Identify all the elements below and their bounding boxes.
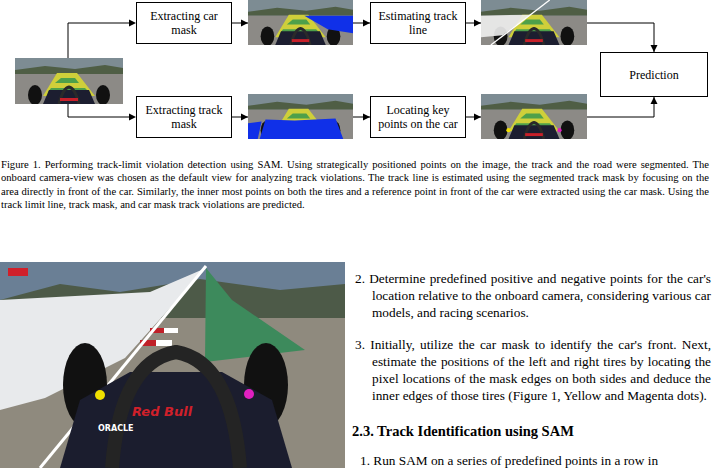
- figure-caption: Figure 1. Performing track-limit violati…: [1, 158, 709, 211]
- process-box: Estimating track line: [370, 2, 466, 44]
- key-points-image: [481, 94, 587, 140]
- list-item: 1. Run SAM on a series of predefined poi…: [360, 452, 716, 468]
- list-item: 3. Initially, utilize the car mask to id…: [355, 336, 711, 404]
- arrow-head: [241, 20, 248, 27]
- split-line: [68, 23, 130, 58]
- arrow-head: [363, 114, 370, 121]
- output-box: Prediction: [600, 52, 708, 97]
- split-line: [68, 104, 130, 117]
- arrow-head: [474, 20, 481, 27]
- box-text: Prediction: [629, 68, 678, 82]
- mask-image: [248, 0, 353, 46]
- process-box: Locating key points on the car: [370, 96, 466, 138]
- arrow-head: [474, 114, 481, 121]
- arrow-head: [651, 45, 658, 52]
- process-box: Extracting track mask: [136, 96, 232, 138]
- section-heading: 2.3. Track Identification using SAM: [352, 423, 712, 440]
- box-text: Extracting track mask: [143, 103, 225, 131]
- input-image: [15, 58, 123, 105]
- car-logo: ORACLE: [98, 424, 134, 433]
- arrow-head: [129, 20, 136, 27]
- mask-image: [248, 94, 353, 140]
- track-line-image: [481, 0, 587, 46]
- process-box: Extracting car mask: [136, 2, 232, 44]
- car-logo: Red Bull: [132, 404, 192, 419]
- arrow-head: [241, 114, 248, 121]
- box-text: Locating key points on the car: [377, 103, 459, 131]
- arrow-head: [363, 20, 370, 27]
- onboard-figure: [0, 262, 345, 468]
- arrow-head: [651, 97, 658, 104]
- list-item: 2. Determine predefined positive and neg…: [355, 270, 711, 321]
- arrow-head: [129, 114, 136, 121]
- box-text: Extracting car mask: [143, 9, 225, 37]
- box-text: Estimating track line: [377, 9, 459, 37]
